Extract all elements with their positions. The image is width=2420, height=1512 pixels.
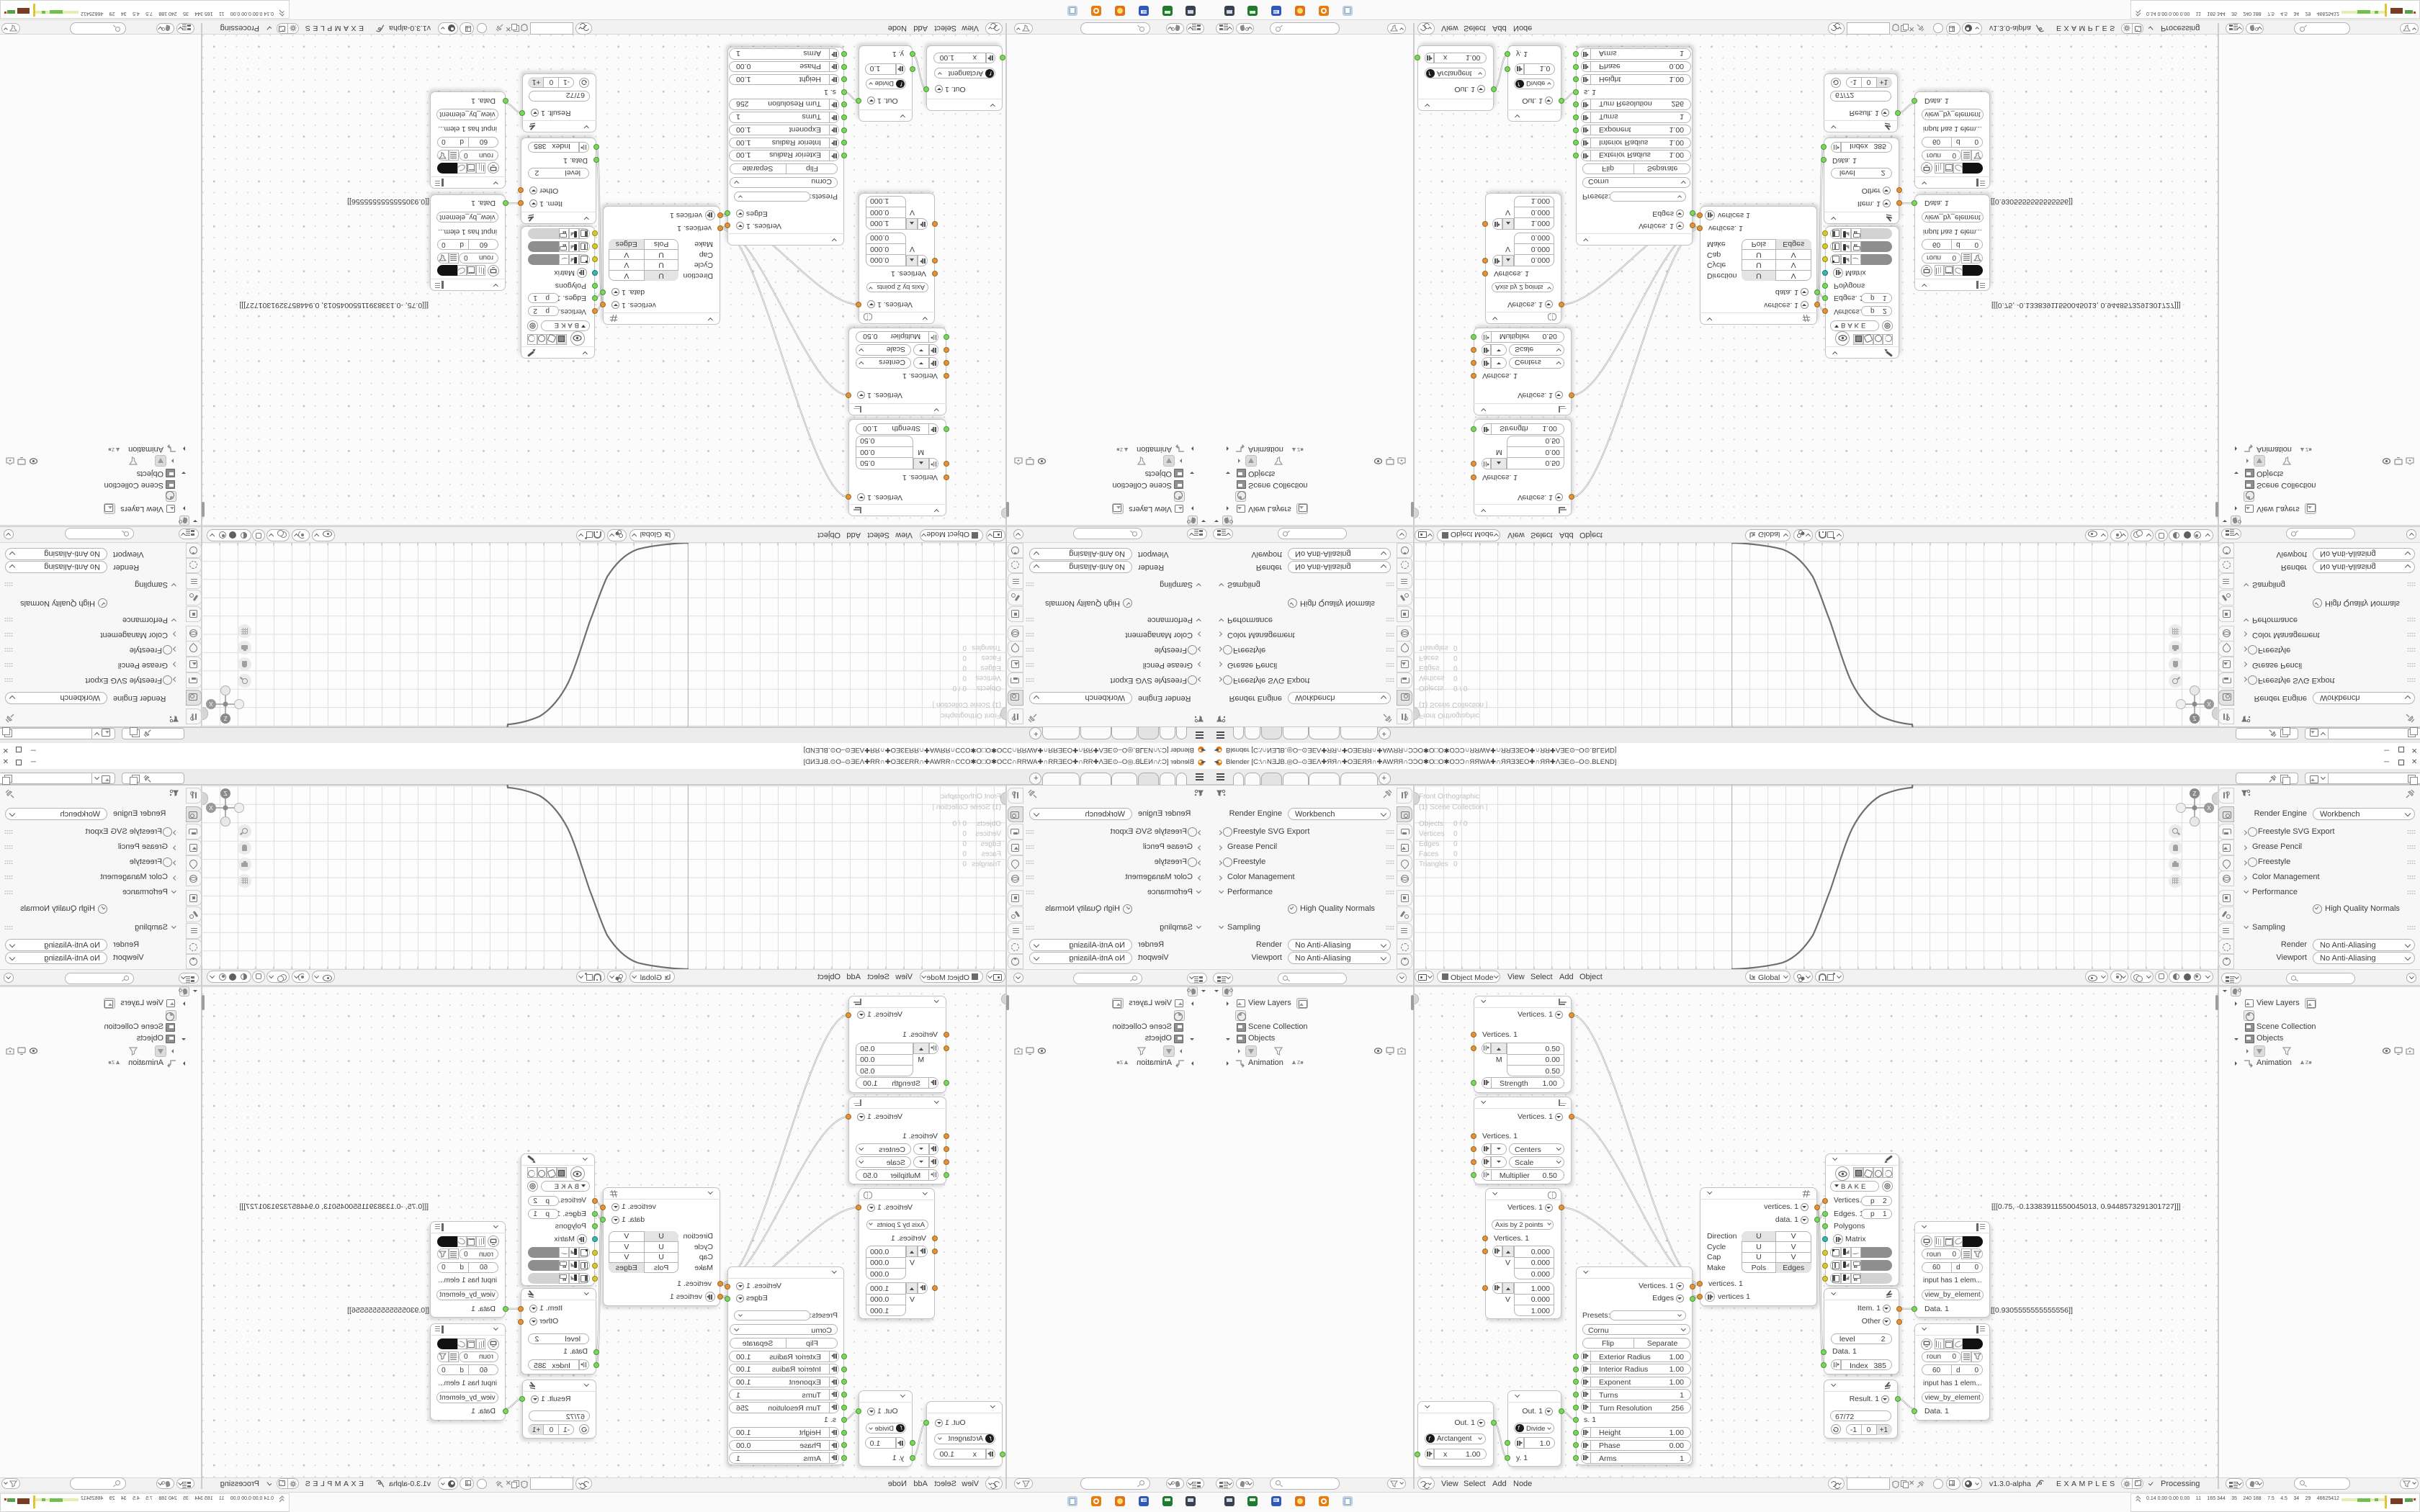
svg-text:X: X: [209, 805, 213, 811]
svg-text:X: X: [2207, 805, 2211, 811]
svg-text:Z: Z: [223, 715, 227, 721]
svg-text:X: X: [209, 701, 213, 707]
svg-text:Z: Z: [223, 791, 227, 797]
svg-text:X: X: [2207, 701, 2211, 707]
svg-text:Z: Z: [2193, 791, 2197, 797]
svg-text:Z: Z: [2193, 715, 2197, 721]
